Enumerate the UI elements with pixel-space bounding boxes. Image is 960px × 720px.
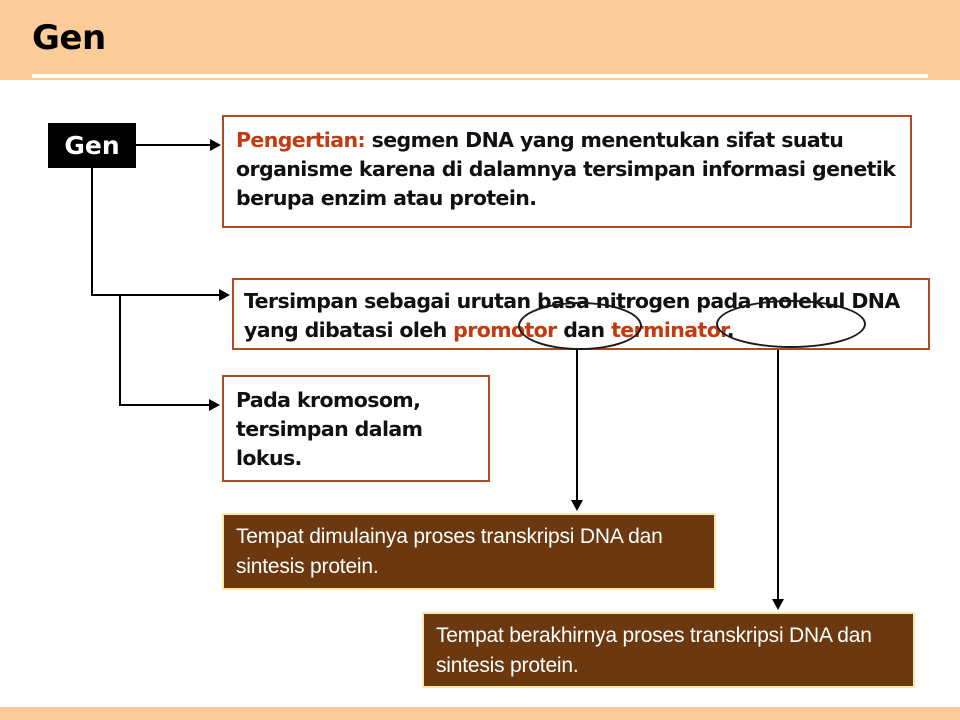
terminator-description-text: Tempat berakhirnya proses transkripsi DN… <box>436 624 872 677</box>
connector-root-to-storage <box>91 294 221 296</box>
storage-conjunction: dan <box>556 318 612 342</box>
connector-terminator-vertical <box>777 350 779 600</box>
footer-band <box>0 707 960 720</box>
locus-text: Pada kromosom, tersimpan dalam lokus. <box>236 388 423 470</box>
header-divider <box>32 74 928 78</box>
arrowhead-promotor-desc <box>571 500 583 511</box>
root-node-label: Gen <box>64 131 120 160</box>
definition-body: segmen DNA yang menentukan sifat suatu o… <box>236 128 896 210</box>
definition-box: Pengertian: segmen DNA yang menentukan s… <box>222 115 912 228</box>
definition-keyword: Pengertian: <box>236 128 366 152</box>
promotor-description-box: Tempat dimulainya proses transkripsi DNA… <box>222 513 716 590</box>
arrowhead-storage <box>219 289 230 301</box>
storage-text: Tersimpan sebagai urutan basa nitrogen p… <box>244 287 928 345</box>
arrowhead-locus <box>209 399 220 411</box>
terminator-description-box: Tempat berakhirnya proses transkripsi DN… <box>422 612 915 688</box>
arrowhead-definition <box>210 139 221 151</box>
connector-trunk-vertical <box>91 168 93 296</box>
connector-branch-to-locus <box>119 404 211 406</box>
locus-box: Pada kromosom, tersimpan dalam lokus. <box>222 375 490 482</box>
header-band <box>0 0 960 80</box>
storage-box: Tersimpan sebagai urutan basa nitrogen p… <box>232 278 930 350</box>
storage-suffix: . <box>726 318 735 342</box>
term-promotor: promotor <box>453 318 557 342</box>
promotor-description-text: Tempat dimulainya proses transkripsi DNA… <box>236 525 663 578</box>
page-title: Gen <box>32 18 106 58</box>
definition-text: Pengertian: segmen DNA yang menentukan s… <box>236 126 906 213</box>
term-terminator: terminator <box>611 318 727 342</box>
connector-root-to-definition <box>136 144 212 146</box>
arrowhead-terminator-desc <box>772 599 784 610</box>
connector-promotor-vertical <box>576 350 578 502</box>
root-node-gen: Gen <box>48 123 136 168</box>
connector-branch-vertical <box>119 294 121 406</box>
